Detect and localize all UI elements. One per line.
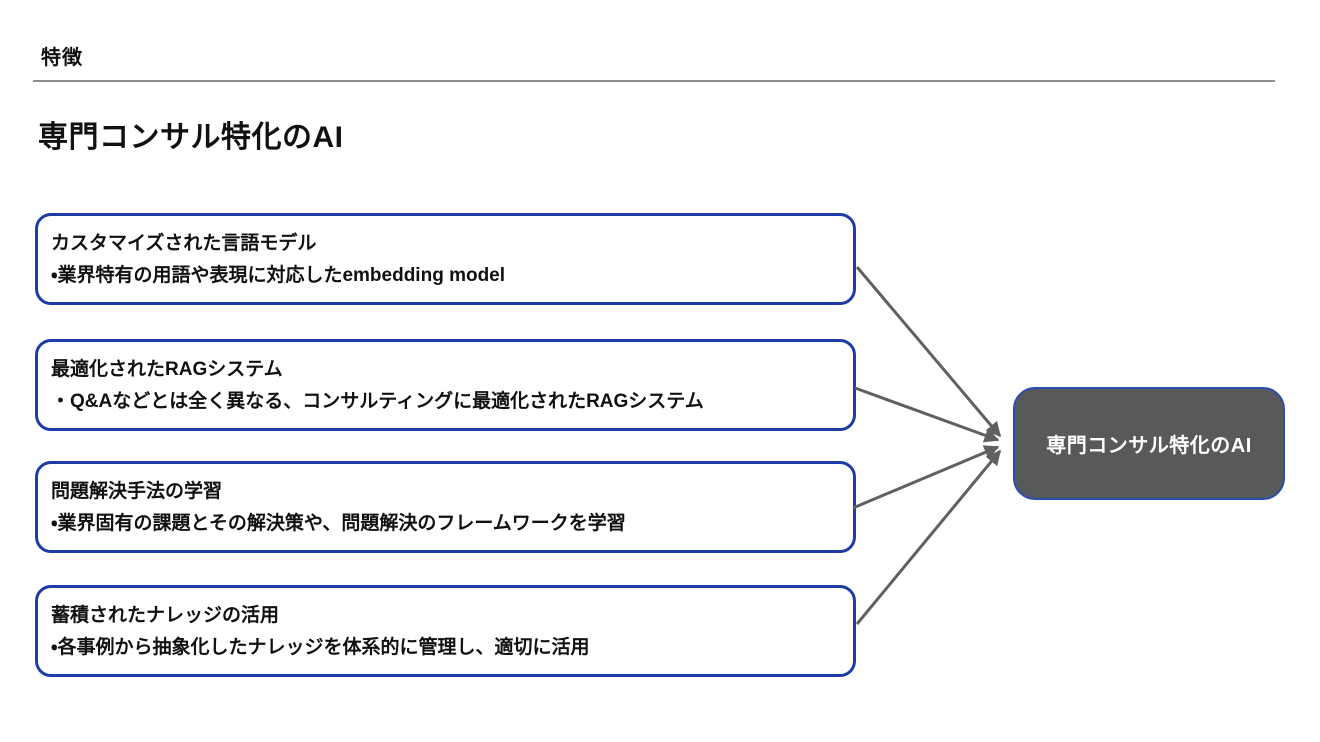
feature-bullet: ・Q&Aなどとは全く異なる、コンサルティングに最適化されたRAGシステム bbox=[51, 391, 704, 412]
feature-box-knowledge: 蓄積されたナレッジの活用 ・各事例から抽象化したナレッジを体系的に管理し、適切に… bbox=[35, 585, 856, 677]
arrow-connector bbox=[855, 449, 1002, 625]
page-title: 専門コンサル特化のAI bbox=[38, 121, 344, 154]
arrow-connector bbox=[854, 386, 1000, 443]
feature-bullet: ・業界固有の課題とその解決策や、問題解決のフレームワークを学習 bbox=[51, 513, 626, 534]
feature-title: カスタマイズされた言語モデル bbox=[51, 233, 317, 254]
arrow-connector bbox=[852, 445, 1000, 510]
arrow-connector bbox=[855, 266, 1002, 438]
section-heading: 特徴 bbox=[41, 47, 83, 69]
divider-line bbox=[33, 80, 1275, 82]
feature-box-rag-system: 最適化されたRAGシステム ・Q&Aなどとは全く異なる、コンサルティングに最適化… bbox=[35, 339, 856, 431]
feature-title: 最適化されたRAGシステム bbox=[51, 359, 283, 380]
feature-bullet: ・各事例から抽象化したナレッジを体系的に管理し、適切に活用 bbox=[51, 637, 590, 658]
feature-box-language-model: カスタマイズされた言語モデル ・業界特有の用語や表現に対応したembedding… bbox=[35, 213, 856, 305]
feature-title: 問題解決手法の学習 bbox=[51, 481, 223, 502]
feature-title: 蓄積されたナレッジの活用 bbox=[51, 605, 280, 626]
result-node-label: 専門コンサル特化のAI bbox=[1046, 435, 1252, 457]
result-node: 専門コンサル特化のAI bbox=[1013, 387, 1285, 500]
feature-bullet: ・業界特有の用語や表現に対応したembedding model bbox=[51, 265, 506, 286]
feature-box-problem-solving: 問題解決手法の学習 ・業界固有の課題とその解決策や、問題解決のフレームワークを学… bbox=[35, 461, 856, 553]
